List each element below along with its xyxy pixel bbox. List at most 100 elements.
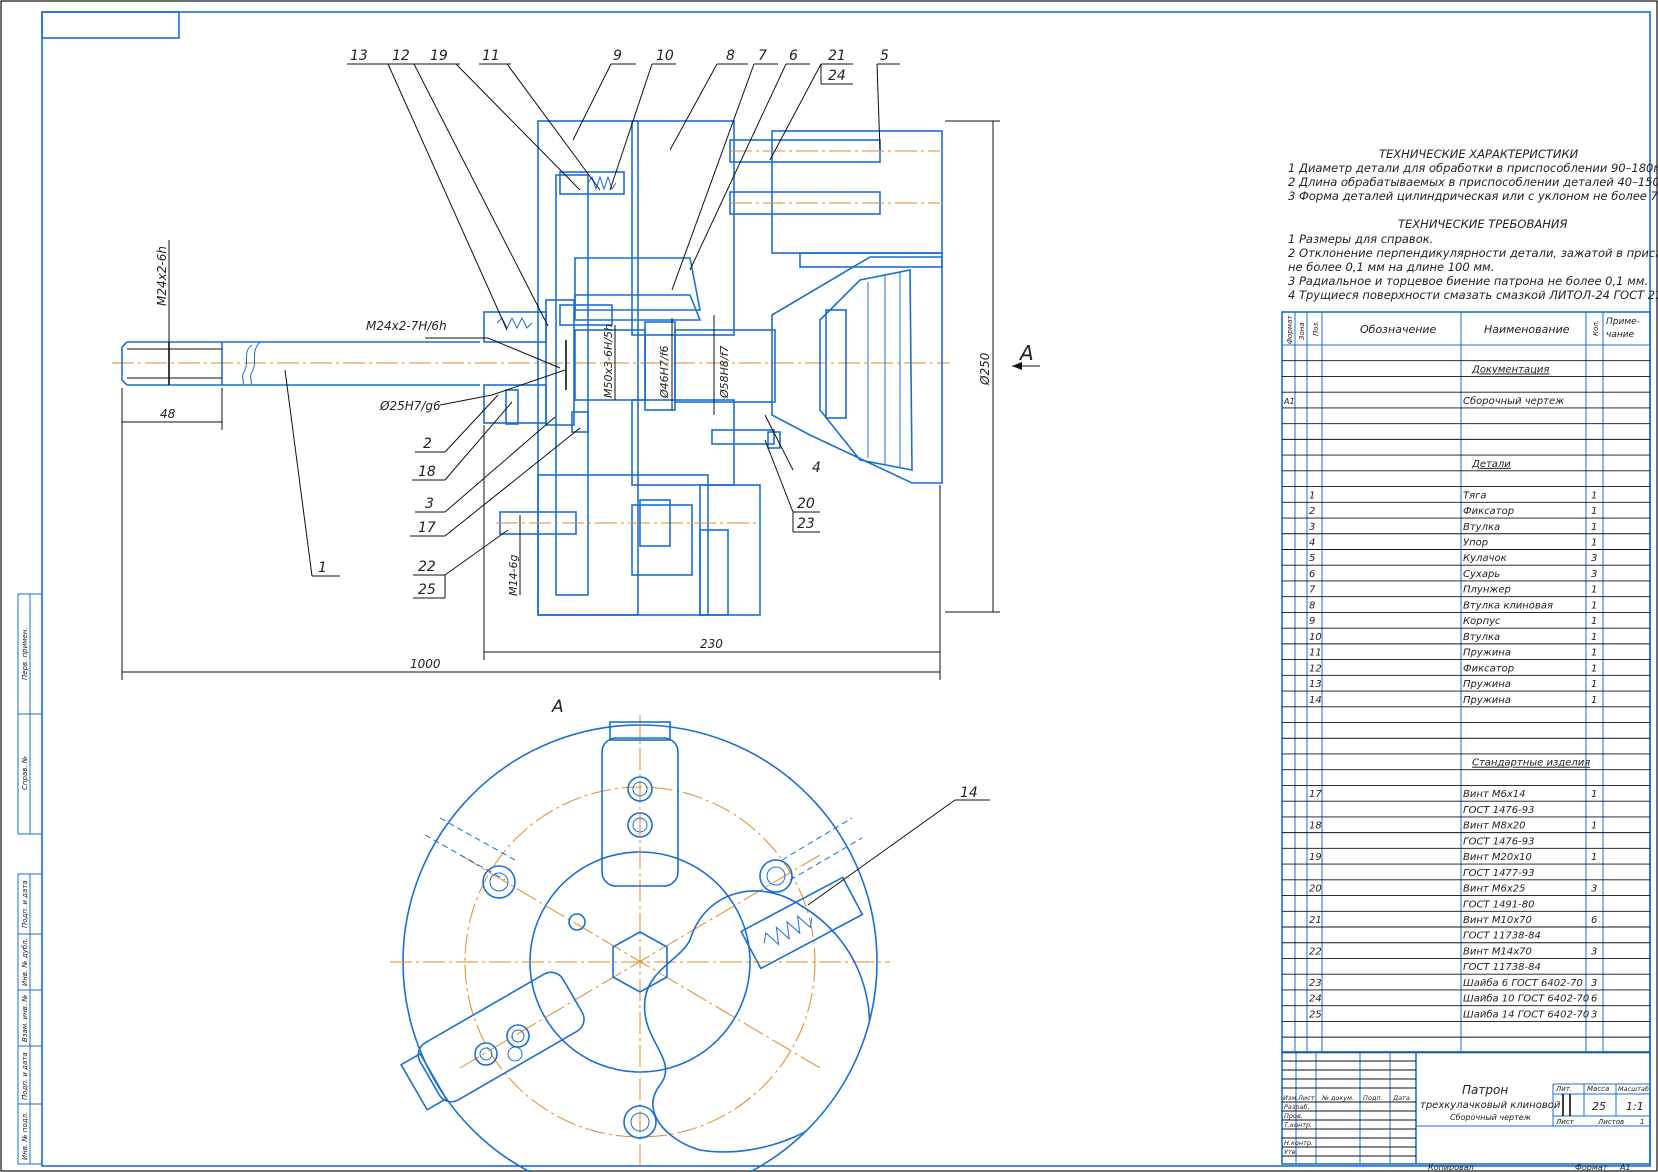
spec-header-note: Приме-чание <box>1606 317 1640 340</box>
notes-requirement: 2 Отклонение перпендикулярности детали, … <box>1288 246 1658 260</box>
tb-format-label: Формат <box>1575 1163 1608 1172</box>
spec-cell-pos: 13 <box>1309 679 1322 690</box>
tb-header-change: Изм. <box>1283 1094 1298 1102</box>
spec-cell-pos: 25 <box>1309 1009 1322 1020</box>
tb-title-line1: Патрон <box>1462 1083 1508 1097</box>
spec-cell-qty: 3 <box>1591 884 1597 895</box>
side-stamp-label: Взам. инв. № <box>21 994 29 1042</box>
spec-cell-name: Шайба 6 ГОСТ 6402-70 <box>1463 977 1583 989</box>
leader-label: 6 <box>789 48 798 64</box>
spec-cell-name: Винт М10х70 <box>1463 915 1532 926</box>
spec-cell-pos: 11 <box>1309 648 1322 659</box>
spec-cell-name: Пружина <box>1463 648 1511 659</box>
leader-label: 3 <box>425 496 434 512</box>
spec-cell-pos: 22 <box>1309 946 1322 957</box>
notes-characteristic: 3 Форма деталей цилиндрическая или с укл… <box>1288 189 1658 203</box>
section-marker-label: A <box>1018 341 1034 365</box>
spec-cell-qty: 1 <box>1591 537 1597 548</box>
spec-cell-qty: 1 <box>1591 648 1597 659</box>
tb-header-sign: Подп. <box>1363 1094 1383 1102</box>
spec-cell-qty: 1 <box>1591 663 1597 674</box>
spec-cell-pos: 7 <box>1309 585 1316 596</box>
spec-cell-name: Плунжер <box>1463 585 1511 596</box>
dim-length-230: 230 <box>700 637 723 651</box>
spec-cell-qty: 1 <box>1591 490 1597 501</box>
spec-cell-name: Шайба 10 ГОСТ 6402-70 <box>1463 993 1589 1005</box>
notes-requirement: не более 0,1 мм на длине 100 мм. <box>1288 260 1494 274</box>
spec-cell-name: Корпус <box>1463 616 1501 627</box>
tb-header-sheet: Лист <box>1297 1094 1315 1102</box>
tb-sheets-label: Листов <box>1597 1118 1624 1126</box>
leader-label: 13 <box>350 48 368 64</box>
spec-cell-qty: 1 <box>1591 632 1597 643</box>
spec-cell-name: Втулка <box>1463 632 1500 643</box>
notes-requirement: 1 Размеры для справок. <box>1288 232 1433 246</box>
spec-cell-pos: 24 <box>1309 994 1322 1005</box>
side-stamp-label: Инв. № подл. <box>21 1112 29 1160</box>
spec-cell-qty: 1 <box>1591 522 1597 533</box>
tb-subtitle: Сборочный чертеж <box>1450 1113 1532 1122</box>
side-stamp-label: Подп. и дата <box>21 880 29 928</box>
side-stamp-label: Подп. и дата <box>21 1052 29 1100</box>
section-marker <box>1012 362 1040 370</box>
spec-header-name: Наименование <box>1484 323 1570 336</box>
leader-label: 14 <box>960 785 978 801</box>
leader-label: 17 <box>418 520 436 536</box>
tb-role: Утв. <box>1284 1148 1298 1156</box>
notes-characteristic: 1 Диаметр детали для обработки в приспос… <box>1288 161 1658 175</box>
side-stamp-label: Справ. № <box>21 756 29 790</box>
spec-header-designation: Обозначение <box>1360 323 1437 336</box>
spec-cell-qty: 1 <box>1591 789 1597 800</box>
spec-cell-name: Шайба 14 ГОСТ 6402-70 <box>1463 1008 1589 1020</box>
tb-role: Т.контр. <box>1284 1121 1312 1129</box>
title-block-rows <box>1282 1060 1416 1157</box>
spec-cell-name: Сборочный чертеж <box>1463 395 1564 407</box>
spec-header-qty: Кол. <box>1592 320 1600 336</box>
spec-cell-pos: 10 <box>1309 632 1322 643</box>
spec-cell-pos: 8 <box>1309 600 1315 611</box>
dim-thread-fit: M24x2-7H/6h <box>366 319 447 333</box>
leaders-left <box>284 369 820 599</box>
notes-requirements-title: ТЕХНИЧЕСКИЕ ТРЕБОВАНИЯ <box>1398 217 1567 231</box>
hex-center <box>612 931 668 993</box>
view-label: A <box>551 697 564 717</box>
leader-label: 20 <box>797 496 815 512</box>
side-stamp <box>17 593 43 1165</box>
section-view <box>112 120 950 616</box>
spec-header-pos: Поз. <box>1312 321 1320 337</box>
spec-cell-pos: 20 <box>1309 884 1322 895</box>
spec-cell-name: Втулка <box>1463 522 1500 533</box>
spec-cell-qty: 3 <box>1591 946 1597 957</box>
spec-cell-name: Фиксатор <box>1463 506 1514 517</box>
tb-title-line2: трехкулачковый клиновой <box>1420 1100 1561 1111</box>
tb-role: Разраб. <box>1284 1103 1310 1111</box>
spec-cell-pos: 19 <box>1309 852 1322 863</box>
leader-label: 7 <box>758 48 767 64</box>
spec-cell-pos: 12 <box>1309 663 1322 674</box>
tb-lit-label: Лит. <box>1555 1085 1572 1093</box>
tb-role: Н.контр. <box>1284 1139 1313 1147</box>
dim-thread-rod: M24x2-6h <box>155 246 169 306</box>
spec-cell-name: Винт М8х20 <box>1463 821 1526 832</box>
spec-cell-qty: 1 <box>1591 695 1597 706</box>
spec-cell-qty: 1 <box>1591 679 1597 690</box>
dim-length-1000: 1000 <box>410 657 441 671</box>
spec-cell-qty: 3 <box>1591 1009 1597 1020</box>
spec-cell-name: Фиксатор <box>1463 663 1514 674</box>
fixator-part-12 <box>483 311 547 343</box>
leader-label: 8 <box>726 48 735 64</box>
spec-cell-qty: 3 <box>1591 569 1597 580</box>
dim-diameter-250: Ø250 <box>978 352 992 386</box>
spec-cell-pos: 4 <box>1309 537 1315 548</box>
leader-label: 4 <box>812 460 821 476</box>
spec-cell-name: Тяга <box>1463 490 1487 501</box>
screw-part-17 <box>571 411 589 433</box>
leader-label: 11 <box>482 48 500 64</box>
spec-cell-format: А1 <box>1283 397 1295 406</box>
side-stamp-label: Инв. № дубл. <box>21 938 29 986</box>
dim-length-48: 48 <box>160 407 176 421</box>
leader-label: 2 <box>423 436 432 452</box>
bush-part-10 <box>559 171 625 195</box>
spec-cell-qty: 1 <box>1591 821 1597 832</box>
